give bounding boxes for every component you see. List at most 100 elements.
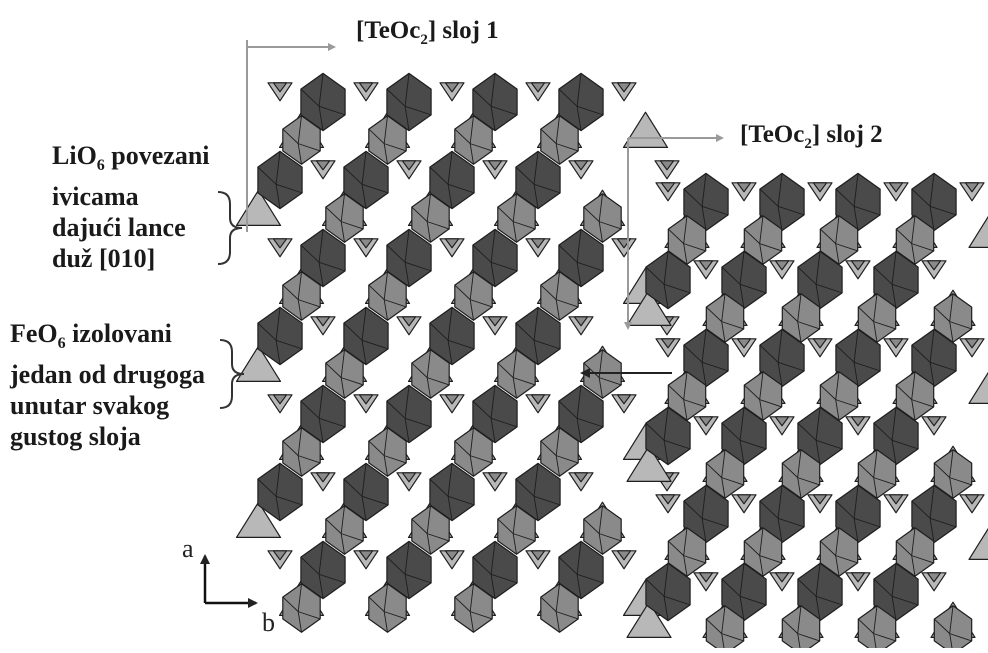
polyhedron-edge <box>340 349 345 378</box>
tetrahedron-facet <box>272 238 288 249</box>
polyhedron-edge <box>911 344 931 363</box>
tetrahedron-up <box>968 371 988 404</box>
polyhedron-edge <box>701 485 707 519</box>
polyhedron-edge <box>361 495 389 506</box>
polyhedron-edge <box>490 229 496 263</box>
polyhedron-edge <box>853 518 859 543</box>
polyhedron-edge <box>683 399 688 421</box>
polyhedron-edge <box>797 321 802 343</box>
polyhedron-edge <box>426 221 431 243</box>
polyhedron-edge <box>404 261 432 272</box>
tetrahedron-facet <box>315 160 331 171</box>
polyhedron-edge <box>512 221 517 243</box>
polyhedron-edge <box>895 540 913 556</box>
tetrahedron-facet <box>272 550 288 561</box>
polyhedron-edge <box>576 417 604 428</box>
polyhedron-edge <box>533 340 539 365</box>
polyhedron-edge <box>361 340 367 365</box>
polyhedron-edge <box>556 299 579 308</box>
polyhedron-edge <box>429 166 449 185</box>
polyhedron-edge <box>576 541 582 575</box>
tetrahedron-facet <box>444 394 460 405</box>
polyhedron-edge <box>515 166 535 185</box>
polyhedron-edge <box>469 427 474 456</box>
polyhedron-edge <box>598 377 603 399</box>
polyhedron-edge <box>300 88 320 107</box>
polyhedron-edge <box>683 527 688 556</box>
polyhedron-edge <box>739 439 767 450</box>
polyhedron-edge <box>911 399 934 408</box>
polyhedron-edge <box>426 377 431 399</box>
polyhedron-edge <box>683 371 688 400</box>
polyhedron-edge <box>429 322 449 341</box>
polyhedron-edge <box>472 556 492 575</box>
lio6-brace <box>217 191 243 265</box>
polyhedron-edge <box>815 563 821 597</box>
polyhedron-edge <box>815 284 821 309</box>
tetrahedron-facet <box>698 572 714 583</box>
polyhedron-edge <box>576 262 582 287</box>
tetrahedron-facet <box>660 182 676 193</box>
polyhedron-edge <box>472 400 492 419</box>
axis-a-label: a <box>182 534 194 563</box>
polyhedron-edge <box>743 228 761 244</box>
polyhedron-edge <box>297 115 302 144</box>
polyhedron-edge <box>777 173 783 207</box>
polyhedron-edge <box>469 143 474 165</box>
polyhedron-edge <box>513 221 536 230</box>
polyhedron-edge <box>297 583 302 612</box>
polyhedron-edge <box>911 243 916 265</box>
polyhedron-edge <box>447 183 475 194</box>
polyhedron-edge <box>797 605 802 634</box>
polyhedron-edge <box>853 205 881 216</box>
crystal-axes <box>200 554 258 608</box>
polyhedron-edge <box>513 377 536 386</box>
polyhedron-edge <box>777 517 805 528</box>
tetrahedron-facet <box>487 472 503 483</box>
polyhedron-edge <box>300 556 320 575</box>
polyhedron-edge <box>683 500 703 519</box>
polyhedron-edge <box>368 284 385 300</box>
polyhedron-edge <box>891 595 919 606</box>
polyhedron-edge <box>513 533 536 542</box>
polyhedron-edge <box>384 611 407 620</box>
polyhedron-edge <box>447 495 475 506</box>
polyhedron-edge <box>857 618 875 634</box>
polyhedron-edge <box>759 371 764 400</box>
polyhedron-edge <box>663 595 691 606</box>
polyhedron-edge <box>777 205 805 216</box>
polyhedron-edge <box>318 574 324 599</box>
polyhedron-edge <box>797 477 802 499</box>
polyhedron-edge <box>383 271 388 300</box>
polyhedron-edge <box>555 611 560 633</box>
polyhedron-edge <box>318 541 324 575</box>
tetrahedron-up <box>968 527 988 561</box>
polyhedron-edge <box>343 322 363 341</box>
polyhedron-edge <box>343 166 363 185</box>
polyhedron-edge <box>318 105 346 116</box>
polyhedron-edge <box>576 105 604 116</box>
polyhedron-edge <box>297 427 302 456</box>
polyhedron-edge <box>576 385 582 419</box>
polyhedron-edge <box>835 500 855 519</box>
polyhedron-edge <box>599 377 622 386</box>
tetrahedron-facet <box>736 338 752 349</box>
polyhedron-edge <box>576 106 582 131</box>
polyhedron-edge <box>298 143 321 152</box>
polyhedron-edge <box>555 455 560 477</box>
polyhedron-edge <box>325 362 342 378</box>
polyhedron-edge <box>819 228 837 244</box>
layer-1-panel <box>235 72 680 633</box>
polyhedron-edge <box>663 439 691 450</box>
polyhedron-edge <box>895 384 913 400</box>
polyhedron-edge <box>891 251 897 285</box>
polyhedron-edge <box>556 455 579 464</box>
tetrahedron-facet <box>888 338 904 349</box>
feo6-brace <box>219 339 245 409</box>
polyhedron-edge <box>739 283 767 294</box>
tetrahedron-facet <box>530 238 546 249</box>
tetrahedron-facet <box>487 160 503 171</box>
polyhedron-edge <box>781 462 799 478</box>
polyhedron-edge <box>576 73 582 107</box>
